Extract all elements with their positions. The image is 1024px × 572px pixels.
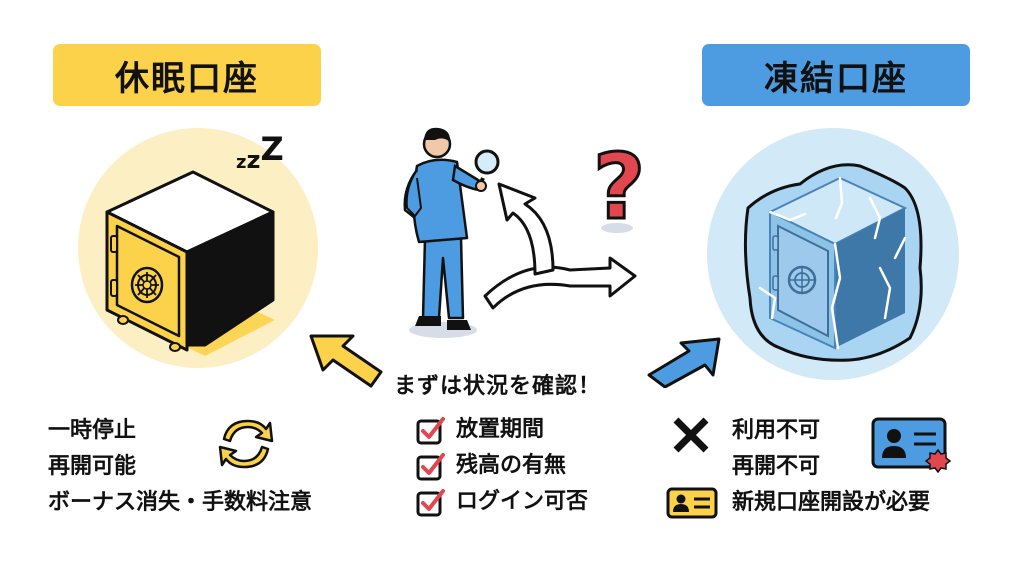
checklist-item: 放置期間 xyxy=(416,412,588,448)
dormant-feature-item: 再開可能 xyxy=(48,454,137,479)
frozen-features-list: 利用不可 再開不可 xyxy=(732,413,820,485)
dormant-account-title: 休眠口座 xyxy=(53,44,321,106)
new-account-note: 新規口座開設が必要 xyxy=(666,485,930,521)
refresh-cycle-icon xyxy=(218,419,274,469)
dormant-account-title-text: 休眠口座 xyxy=(115,58,259,99)
sleeping-safe-icon xyxy=(105,170,275,356)
checklist-item-label: ログイン可否 xyxy=(456,489,589,514)
checklist-item-label: 残高の有無 xyxy=(456,453,567,478)
frozen-safe-icon xyxy=(743,163,923,362)
checked-box-icon xyxy=(416,417,445,445)
sleep-zzz-icon: zzZ xyxy=(236,130,284,174)
checklist: 放置期間 残高の有無 ログイン可否 xyxy=(416,412,588,520)
dormant-feature-item: ボーナス消失・手数料注意 xyxy=(48,490,313,515)
arrow-to-frozen-icon xyxy=(647,337,721,388)
checked-box-icon xyxy=(416,489,445,517)
dormant-feature-item: 一時停止 xyxy=(48,418,137,443)
dormant-features-list: 一時停止 再開可能 ボーナス消失・手数料注意 xyxy=(48,413,312,521)
id-card-icon xyxy=(871,417,952,474)
checklist-item-label: 放置期間 xyxy=(456,417,545,442)
id-card-small-icon xyxy=(666,487,718,519)
checked-box-icon xyxy=(416,453,445,481)
check-status-title: まずは状況を確認！ xyxy=(394,374,602,399)
frozen-account-title: 凍結口座 xyxy=(702,44,970,106)
frozen-account-title-text: 凍結口座 xyxy=(764,58,908,99)
x-mark-icon xyxy=(673,417,709,453)
new-account-note-text: 新規口座開設が必要 xyxy=(732,490,931,515)
checklist-item: ログイン可否 xyxy=(416,484,588,520)
checklist-item: 残高の有無 xyxy=(416,448,588,484)
frozen-feature-item: 利用不可 xyxy=(732,418,821,443)
question-mark-icon: ? xyxy=(593,135,645,240)
person-at-crossroads-illustration: ? xyxy=(403,127,647,338)
frozen-feature-item: 再開不可 xyxy=(732,454,821,479)
arrow-to-dormant-icon xyxy=(309,334,383,388)
